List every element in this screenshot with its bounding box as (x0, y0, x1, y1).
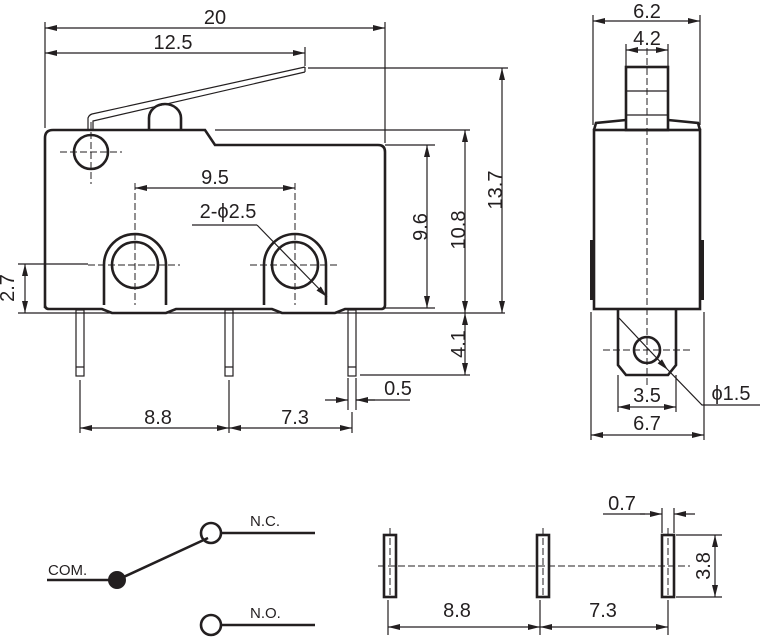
no-terminal (199, 613, 223, 637)
front-centerlines (603, 48, 690, 385)
pins (75, 309, 357, 377)
hole-callout-arrow (256, 224, 328, 298)
dim-terminal-width: 3.5 (633, 385, 661, 407)
terminal-hole-leader (667, 369, 760, 406)
dim-plunger-width: 4.2 (633, 28, 661, 50)
dim-lever-length: 12.5 (154, 32, 193, 54)
dim-body-width: 6.2 (633, 1, 661, 23)
extension-lines (44, 22, 386, 143)
com-label: COM. (48, 562, 87, 579)
dim-terminal-hole: ϕ1.5 (711, 383, 750, 405)
pivot-centerline (60, 122, 122, 184)
pin-com (75, 309, 85, 377)
dim-hole-height: 2.7 (0, 274, 19, 302)
switch-body (43, 128, 387, 315)
front-view: 6.2 4.2 3.5 6.7 ϕ1.5 (590, 1, 760, 440)
dim-pin-spacing-2: 7.3 (281, 407, 309, 429)
nc-label: N.C. (250, 513, 280, 530)
side-tabs (590, 240, 704, 300)
hole-centerlines (88, 183, 340, 305)
extension-lines-front-bottom (590, 312, 705, 440)
roller (147, 102, 183, 130)
dim-pin-length: 4.1 (448, 330, 470, 358)
dim-pad-spacing-1: 8.8 (443, 600, 471, 622)
dim-total-height: 13.7 (485, 171, 507, 210)
no-label: N.O. (250, 605, 281, 622)
dim-pin-thickness: 0.5 (384, 378, 412, 400)
dim-body-height-step: 10.8 (448, 211, 470, 250)
pcb-layout: 8.8 7.3 0.7 3.8 (378, 493, 722, 635)
pin-nc (224, 309, 234, 377)
dim-overall-length: 20 (204, 7, 226, 29)
pin-no (347, 309, 357, 377)
dim-overall-width: 6.7 (633, 413, 661, 435)
dim-pin-spacing-1: 8.8 (144, 407, 172, 429)
dim-pad-width: 0.7 (608, 493, 636, 515)
extension-lines-hole-height (18, 263, 505, 314)
side-view: 20 12.5 9.5 2-ϕ2.5 2.7 9.6 10.8 13.7 4.1… (0, 7, 508, 433)
body-top-chamfer (592, 118, 702, 131)
nc-terminal (199, 521, 223, 545)
dim-body-height: 9.6 (410, 213, 432, 241)
pad-centerlines (378, 528, 690, 597)
extension-lines-pad-spacing (387, 600, 669, 635)
circuit-wires (47, 531, 315, 627)
dim-hole-spacing: 9.5 (201, 167, 229, 189)
lever (87, 66, 306, 130)
dim-hole-callout: 2-ϕ2.5 (200, 201, 257, 223)
dim-pad-spacing-2: 7.3 (589, 600, 617, 622)
extension-lines-front-top (592, 15, 701, 125)
com-terminal (108, 571, 126, 589)
terminal-hole-arrow (618, 317, 669, 371)
extension-lines-pin-spacing (79, 380, 353, 433)
dim-pad-length: 3.8 (693, 552, 715, 580)
circuit-diagram: COM. N.C. N.O. (47, 513, 315, 637)
